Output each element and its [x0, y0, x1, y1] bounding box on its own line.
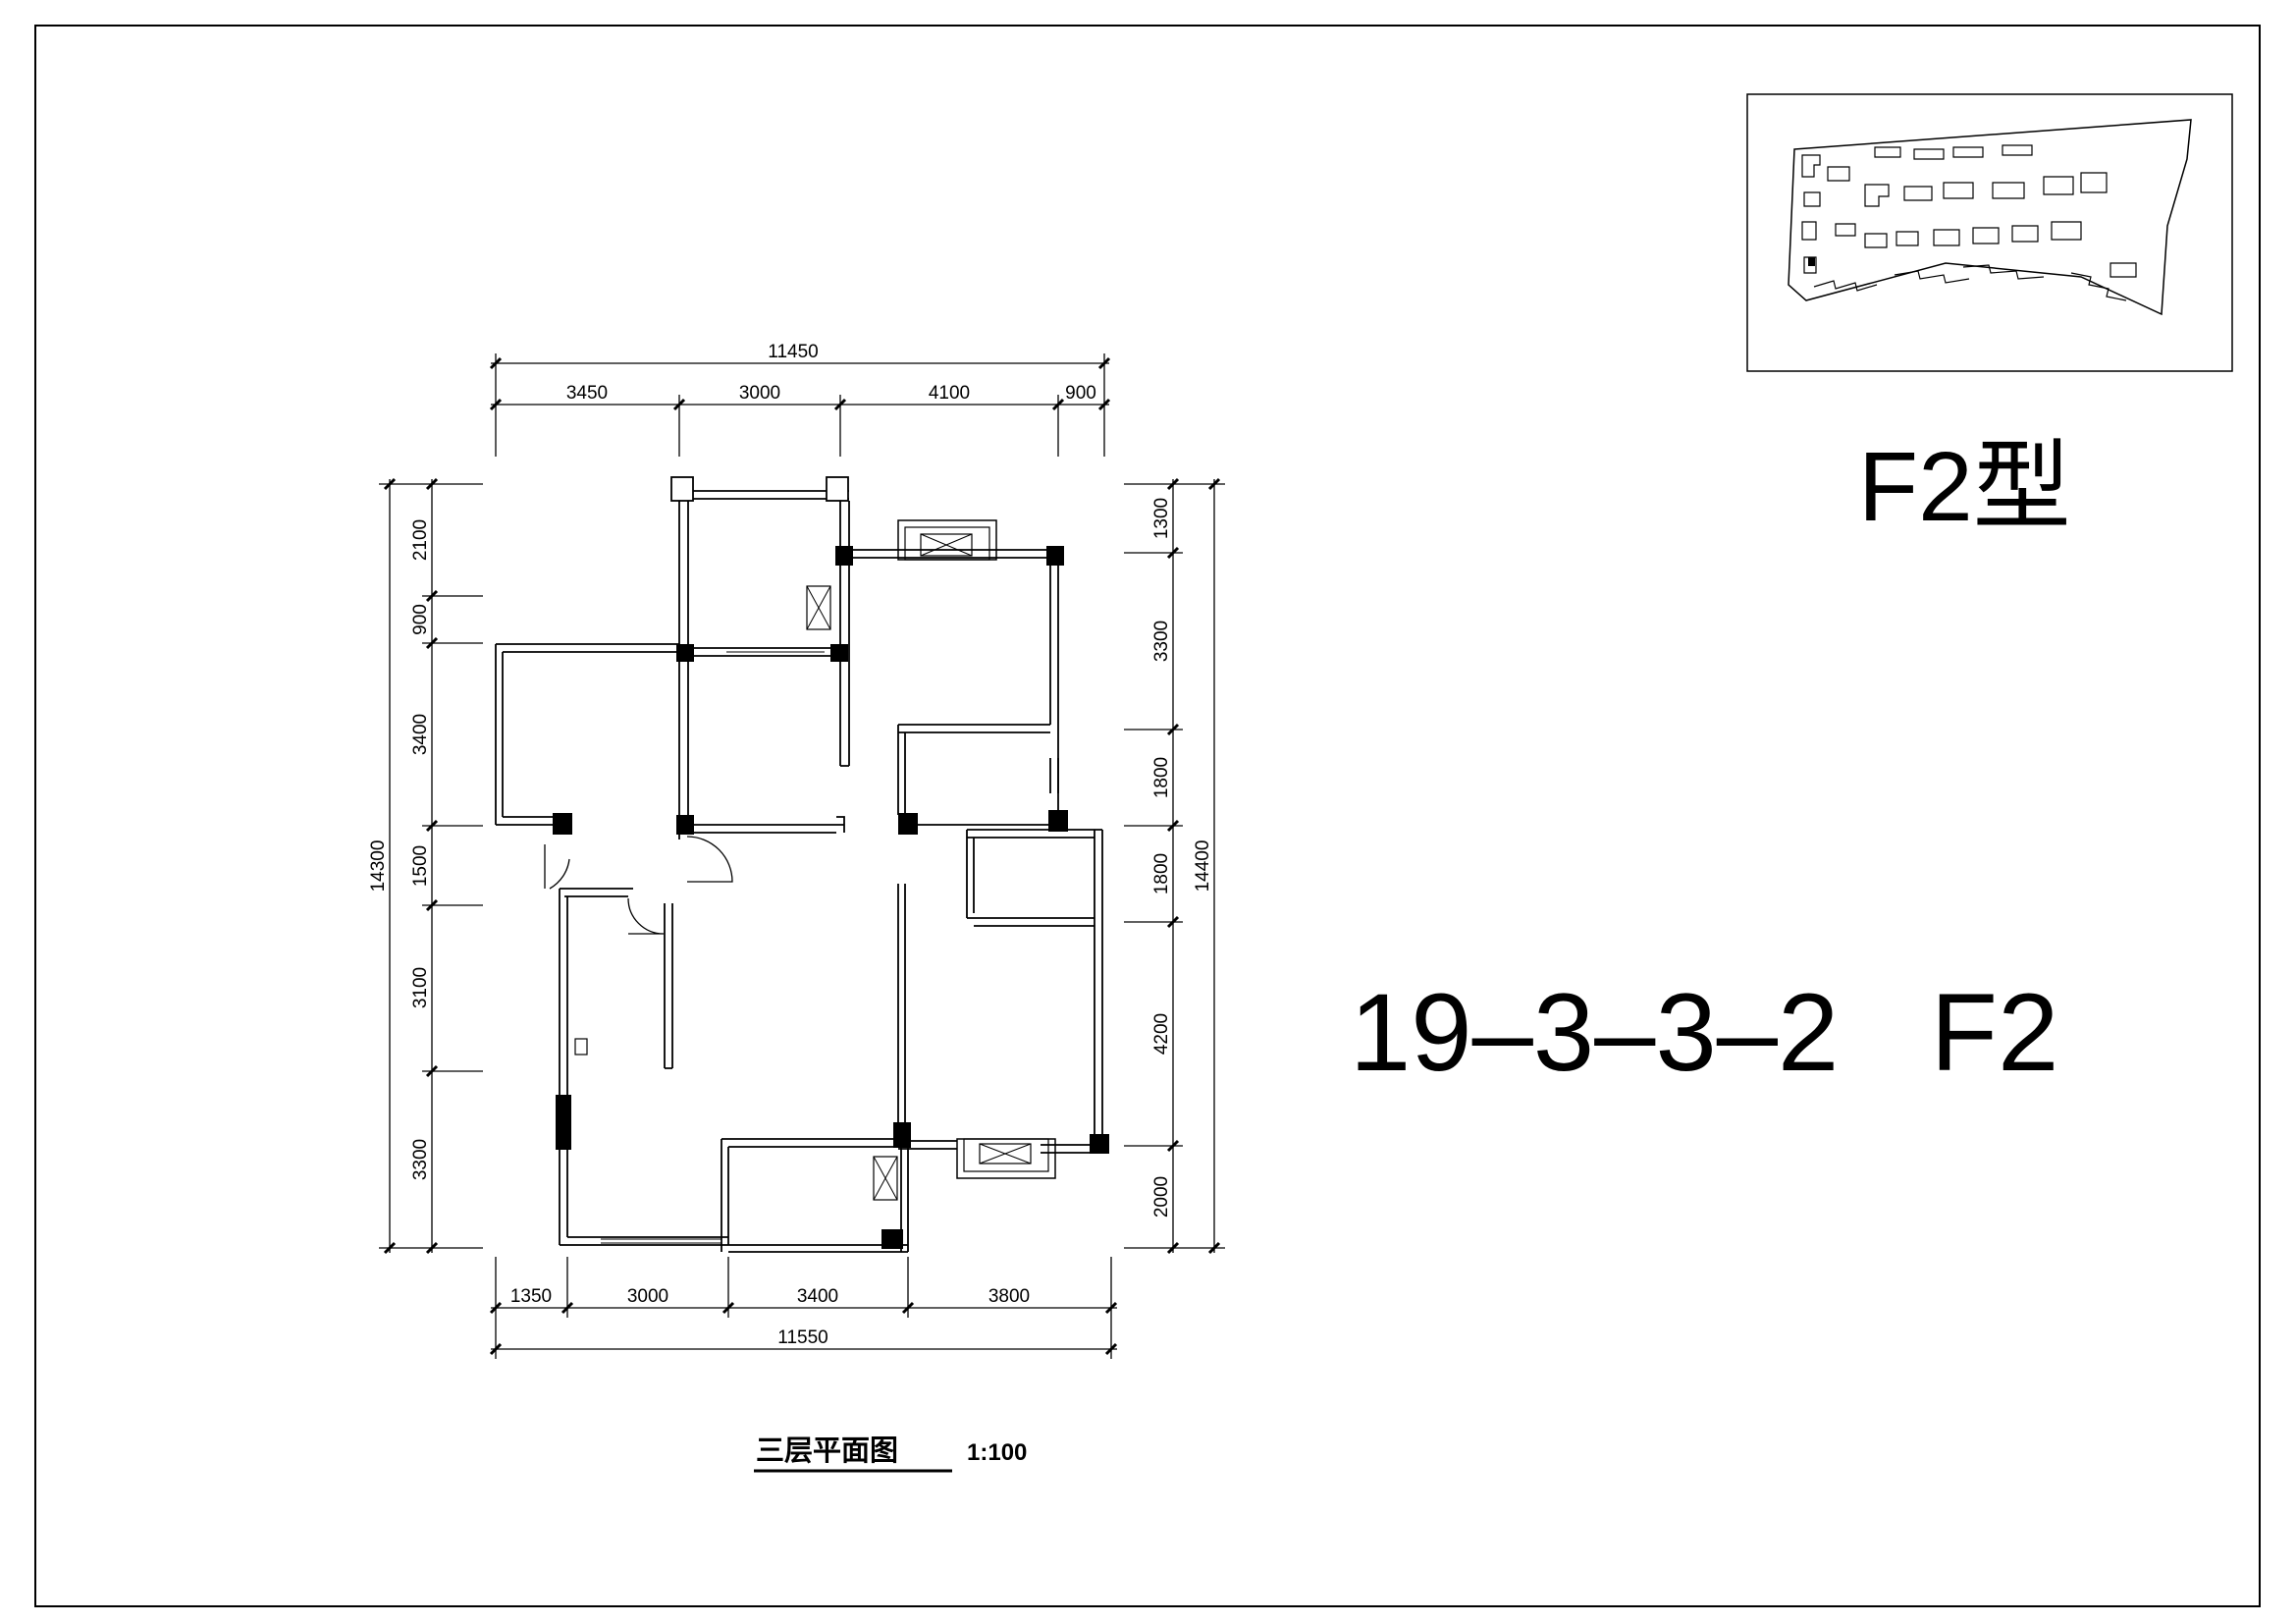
- unit-code: 19–3–3–2 F2: [1350, 971, 2058, 1094]
- key-plan: [1746, 93, 2233, 372]
- drawing-scale: 1:100: [967, 1439, 1027, 1466]
- dimension-ticks: [383, 356, 1221, 1356]
- type-title: F2型: [1858, 432, 2071, 542]
- dim-right-seg-5: 4200: [1151, 1013, 1172, 1055]
- dim-top-seg-3: 4100: [929, 383, 970, 404]
- dim-bottom-seg-1: 1350: [510, 1286, 552, 1307]
- dim-right-seg-2: 3300: [1151, 621, 1172, 662]
- dim-left-seg-6: 3300: [410, 1139, 431, 1180]
- dim-top-seg-1: 3450: [566, 383, 608, 404]
- dim-left-seg-5: 3100: [410, 967, 431, 1008]
- dim-bottom-seg-4: 3800: [988, 1286, 1030, 1307]
- dim-left-seg-4: 1500: [410, 845, 431, 887]
- dim-top-total: 11450: [768, 342, 818, 362]
- dim-top-seg-2: 3000: [739, 383, 780, 404]
- dim-right-seg-3: 1800: [1151, 757, 1172, 798]
- dim-left-seg-2: 900: [410, 604, 431, 635]
- dim-top-seg-4: 900: [1065, 383, 1096, 404]
- dimension-lines: [379, 353, 1225, 1359]
- dim-bottom-seg-2: 3000: [627, 1286, 668, 1307]
- dim-left-seg-3: 3400: [410, 714, 431, 755]
- dim-right-seg-6: 2000: [1151, 1176, 1172, 1218]
- drawing-title: 三层平面图: [756, 1435, 898, 1467]
- dim-left-total: 14300: [368, 840, 389, 893]
- dim-bottom-total: 11550: [777, 1327, 828, 1348]
- dim-right-total: 14400: [1193, 840, 1213, 893]
- dim-left-seg-1: 2100: [410, 519, 431, 561]
- dim-right-seg-1: 1300: [1151, 498, 1172, 539]
- floor-plan: [495, 490, 1103, 1253]
- current-unit-marker: [1808, 257, 1815, 266]
- wall-columns: [553, 476, 1109, 1249]
- sheet-border: [34, 25, 2261, 1607]
- dim-bottom-seg-3: 3400: [797, 1286, 838, 1307]
- dim-right-seg-4: 1800: [1151, 853, 1172, 894]
